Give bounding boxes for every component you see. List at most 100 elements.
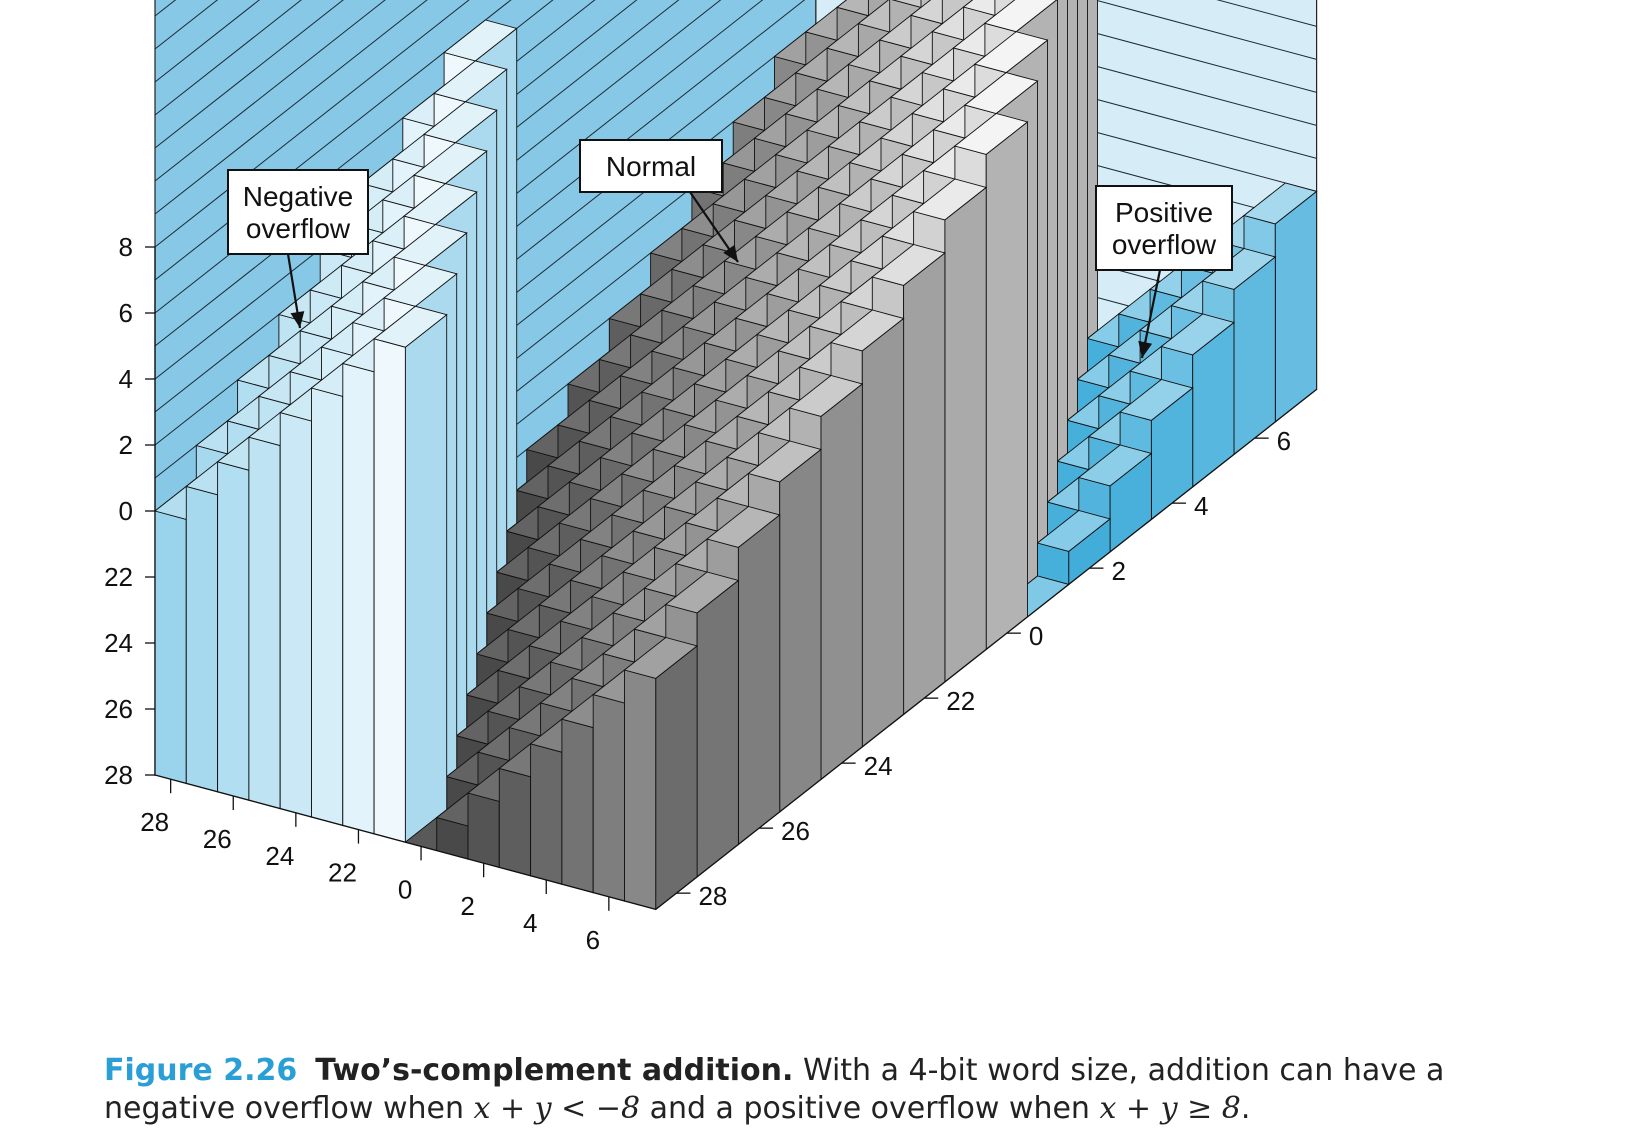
bar-top-face xyxy=(747,440,822,483)
gridline xyxy=(154,0,470,248)
annotation-box xyxy=(227,169,369,255)
bar-top-face xyxy=(433,60,508,103)
bar-top-face xyxy=(1243,182,1318,225)
bar-side-face xyxy=(737,513,781,846)
bar-top-face xyxy=(373,305,448,348)
x-axis-line xyxy=(154,774,656,911)
caption-text-2: and a positive overflow when xyxy=(640,1091,1100,1126)
bar xyxy=(623,637,699,911)
bar-top-face xyxy=(830,309,905,352)
gridline xyxy=(154,0,428,215)
gridline xyxy=(1216,0,1317,27)
bar-top-face xyxy=(1119,379,1194,421)
annotation-box xyxy=(1095,185,1233,271)
bar-front-face xyxy=(248,436,281,810)
bar-side-face xyxy=(404,313,448,844)
y-tick-label: 26 xyxy=(781,816,810,846)
bar-top-face xyxy=(413,142,488,185)
bar-front-face xyxy=(624,669,657,910)
bar-front-face xyxy=(185,485,219,793)
annotation-arrowhead xyxy=(723,244,738,262)
bar-side-face xyxy=(944,186,987,683)
bar-top-face xyxy=(664,571,740,614)
gridline xyxy=(154,0,302,116)
y-tick-label: 24 xyxy=(864,751,893,781)
z-tick-label: 22 xyxy=(104,562,133,592)
bar-top-face xyxy=(706,506,781,548)
y-tick-label: 0 xyxy=(1029,621,1043,651)
annotation-label: Normal xyxy=(606,151,696,182)
z-tick-label: 4 xyxy=(119,364,133,394)
bar-side-face xyxy=(1233,255,1276,456)
bar-top-face xyxy=(912,178,988,221)
bar-front-face xyxy=(311,387,344,826)
x-tick-label: 22 xyxy=(328,858,357,888)
y-tick-label: 22 xyxy=(946,686,975,716)
caption-math-1: x + y < −8 xyxy=(473,1091,641,1126)
bar-front-face xyxy=(467,792,500,868)
bar-top-face xyxy=(623,637,699,679)
bar-front-face xyxy=(592,694,625,902)
figure-number: Figure 2.26 xyxy=(104,1053,298,1088)
bar-front-face xyxy=(279,412,312,818)
bar-side-face xyxy=(985,120,1028,651)
bar-side-face xyxy=(903,251,946,716)
y-axis-line xyxy=(655,388,1318,910)
bar-grid xyxy=(154,0,1318,911)
bar-side-face xyxy=(655,644,698,911)
y-tick-label: 6 xyxy=(1277,426,1291,456)
bar-front-face xyxy=(217,461,250,801)
x-tick-label: 26 xyxy=(203,824,232,854)
z-tick-label: 6 xyxy=(119,298,133,328)
bar-side-face xyxy=(820,382,863,781)
bar-side-face xyxy=(1274,190,1318,423)
x-tick-label: 24 xyxy=(265,841,294,871)
z-tick-label: 8 xyxy=(119,232,133,262)
bar-side-face xyxy=(861,317,905,748)
y-tick-label: 28 xyxy=(698,881,727,911)
bar xyxy=(1036,510,1112,586)
bar-top-face xyxy=(1036,510,1112,552)
gridline xyxy=(1093,0,1317,60)
figure-title: Two’s-complement addition. xyxy=(315,1053,794,1088)
bar-top-face xyxy=(973,31,1049,74)
bar-top-face xyxy=(1077,444,1153,487)
bar-top-face xyxy=(788,375,864,417)
bar-top-face xyxy=(443,19,518,62)
z-tick-label: 2 xyxy=(119,430,133,460)
x-tick-label: 2 xyxy=(460,891,474,921)
bar-top-face xyxy=(383,264,458,307)
caption-text-3: . xyxy=(1240,1091,1251,1126)
caption-text-1: With a 4-bit word size, addition can hav… xyxy=(104,1053,1445,1126)
bar-front-face xyxy=(154,510,187,784)
x-tick-label: 28 xyxy=(140,807,169,837)
bar-top-face xyxy=(403,183,478,225)
z-tick-label: 0 xyxy=(119,496,133,526)
bar-side-face xyxy=(779,448,822,813)
bar-front-face xyxy=(561,718,594,894)
caption-math-2: x + y ≥ 8 xyxy=(1099,1091,1241,1126)
annotation-box xyxy=(579,139,723,193)
bar-top-face xyxy=(983,0,1058,33)
bar-top-face xyxy=(871,244,946,286)
bar-top-face xyxy=(963,72,1039,114)
gridline xyxy=(154,0,386,182)
bar-front-face xyxy=(498,767,532,877)
bar-front-face xyxy=(373,338,406,843)
bar-top-face xyxy=(423,101,498,144)
gridline xyxy=(154,0,344,149)
z-tick-label: 24 xyxy=(104,628,133,658)
annotation-arrowhead xyxy=(1138,340,1153,358)
bar-top-face xyxy=(953,113,1029,155)
bar-side-face xyxy=(696,579,739,878)
bar-top-face xyxy=(393,224,468,266)
annotation: Normal xyxy=(579,139,739,263)
annotation-arrowhead xyxy=(290,311,305,328)
